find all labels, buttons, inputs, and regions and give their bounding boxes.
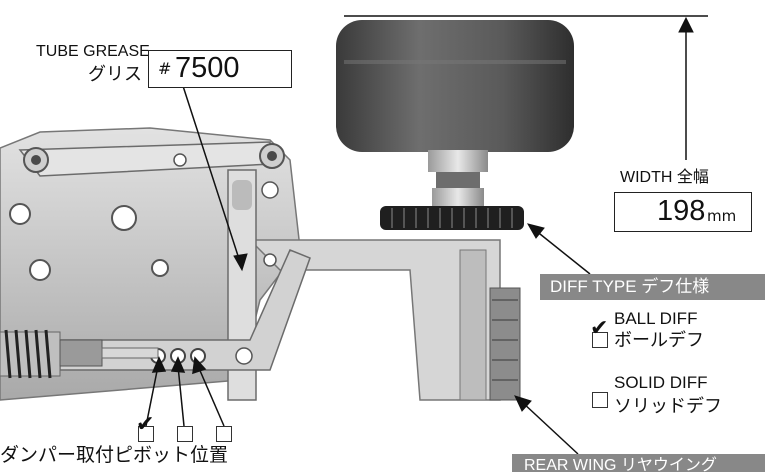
ball-diff-label-en: BALL DIFF [614,309,698,328]
diff-leader-arrow [526,223,591,275]
rear-wing-header: REAR WING リヤウイング [512,454,765,472]
width-dimension-line [344,15,708,160]
solid-diff-label-jp: ソリッドデフ [614,396,722,417]
ball-diff-label-jp: ボールデフ [614,330,704,351]
diff-gear-shape [380,206,524,230]
grease-label-en: TUBE GREASE [36,43,150,60]
chassis-holes-shape [9,203,169,281]
width-value-box[interactable]: 198 mm [614,192,752,232]
damper-spring-shape [0,329,159,379]
damper-pivot-checkbox-3[interactable] [216,426,232,442]
upper-arm-shape [18,141,285,177]
check-icon: ✔ [136,412,155,437]
damper-pivot-leaders [145,356,225,427]
ball-diff-checkbox[interactable] [592,332,608,348]
solid-diff-label-en: SOLID DIFF [614,373,708,392]
diff-type-header: DIFF TYPE デフ仕様 [540,274,765,300]
tire-shape [336,20,574,152]
width-label: WIDTH 全幅 [620,169,709,186]
check-icon: ✔ [590,316,609,341]
chassis-plate-shape [0,127,521,401]
damper-pivot-label: ダンパー取付ピボット位置 [0,444,229,466]
damper-pivot-checkbox-1[interactable] [138,426,154,442]
damper-pivot-checkbox-2[interactable] [177,426,193,442]
grease-hash: # [158,59,172,78]
grease-label-jp: グリス [88,64,142,85]
rear-wing-leader-arrow [514,395,579,455]
solid-diff-checkbox[interactable] [592,392,608,408]
width-unit: mm [707,207,737,225]
grease-value: 7500 [175,52,240,84]
grease-leader-arrow [182,85,248,272]
width-value: 198 [657,195,706,227]
grease-value-box[interactable]: # 7500 [148,50,292,88]
